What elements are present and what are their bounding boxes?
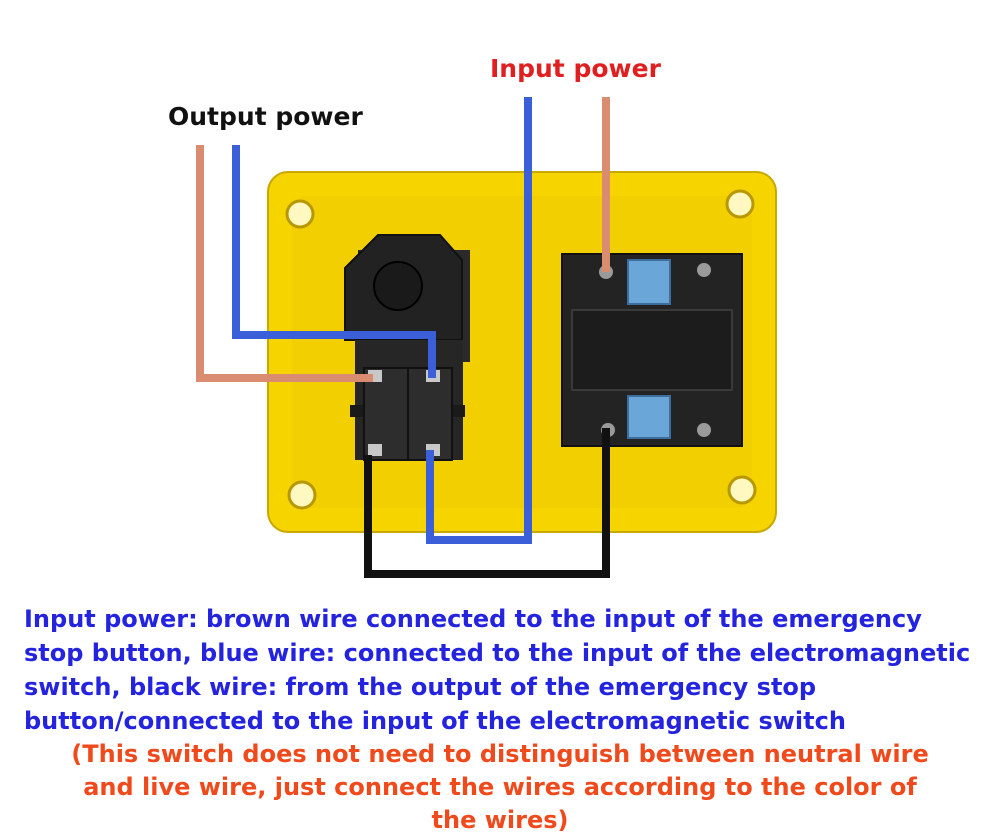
terminal <box>697 263 711 277</box>
output-brown-wire <box>196 145 373 382</box>
bridge-black-wire <box>364 428 610 578</box>
output-power-label: Output power <box>168 102 363 131</box>
emergency-stop-switch <box>344 234 470 461</box>
input-blue-wire <box>426 97 532 544</box>
mounting-hole-top-right <box>725 189 755 219</box>
terminal-window <box>627 395 671 439</box>
input-power-label: Input power <box>490 54 661 83</box>
terminal-window <box>627 259 671 305</box>
terminal <box>368 444 382 456</box>
terminal <box>697 423 711 437</box>
wiring-description: Input power: brown wire connected to the… <box>24 605 971 735</box>
output-blue-wire <box>232 145 436 378</box>
wiring-note: (This switch does not need to distinguis… <box>71 740 929 834</box>
electromagnetic-switch <box>561 253 743 447</box>
mounting-hole-bottom-left <box>287 480 317 510</box>
mounting-hole-bottom-right <box>727 475 757 505</box>
mounting-hole-top-left <box>285 199 315 229</box>
stop-button-cap <box>373 261 423 311</box>
